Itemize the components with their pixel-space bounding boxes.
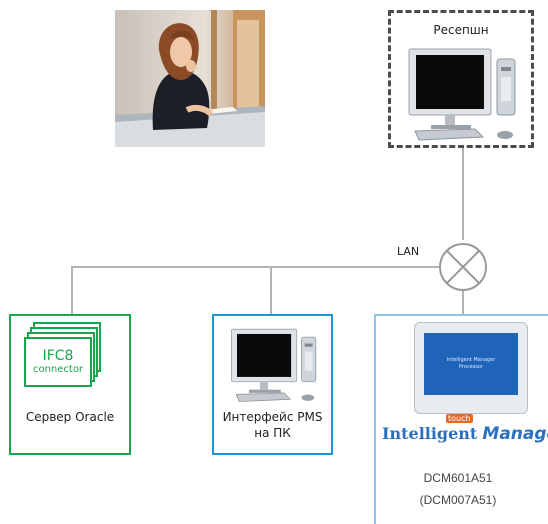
touch-panel-device: Intelligent Manager Processor	[414, 322, 528, 414]
pms-drop-line	[270, 266, 272, 314]
im-drop-line	[462, 290, 464, 314]
reception-label: Ресепшн	[433, 23, 489, 37]
oracle-drop-line	[71, 266, 73, 314]
ifc8-subtitle: connector	[32, 363, 84, 375]
reception-box: Ресепшн	[388, 10, 534, 148]
brand-touch-badge: touch	[446, 414, 473, 423]
ifc8-connector-card: IFC8 connector	[24, 337, 92, 387]
lan-bus-line	[72, 266, 442, 268]
brand-manager: Manager	[482, 424, 548, 444]
pms-interface-box: Интерфейс PMS на ПК	[212, 314, 333, 455]
oracle-caption: Сервер Oracle	[25, 410, 115, 424]
pms-caption-line2: на ПК	[254, 426, 291, 440]
reception-link-line	[462, 148, 464, 240]
lan-hub-icon	[439, 243, 487, 291]
ifc8-title: IFC8	[42, 347, 74, 364]
reception-computer-icon	[408, 48, 516, 141]
touch-panel-screen: Intelligent Manager Processor	[424, 333, 518, 395]
model-alternate: (DCM007A51)	[419, 493, 497, 507]
brand-intelligent: Intelligent	[382, 424, 478, 443]
pms-computer-icon	[231, 328, 317, 403]
model-primary: DCM601A51	[423, 471, 493, 485]
lan-label: LAN	[397, 245, 420, 258]
screen-text-line2: Processor	[458, 364, 484, 370]
pms-caption-line1: Интерфейс PMS	[222, 410, 323, 424]
intelligent-manager-box: Intelligent Manager Processor Intelligen…	[374, 314, 548, 524]
intelligent-manager-logo: Intelligent touch Manager	[382, 414, 548, 444]
screen-text-line1: Intelligent Manager	[446, 357, 496, 363]
receptionist-photo	[115, 10, 265, 147]
